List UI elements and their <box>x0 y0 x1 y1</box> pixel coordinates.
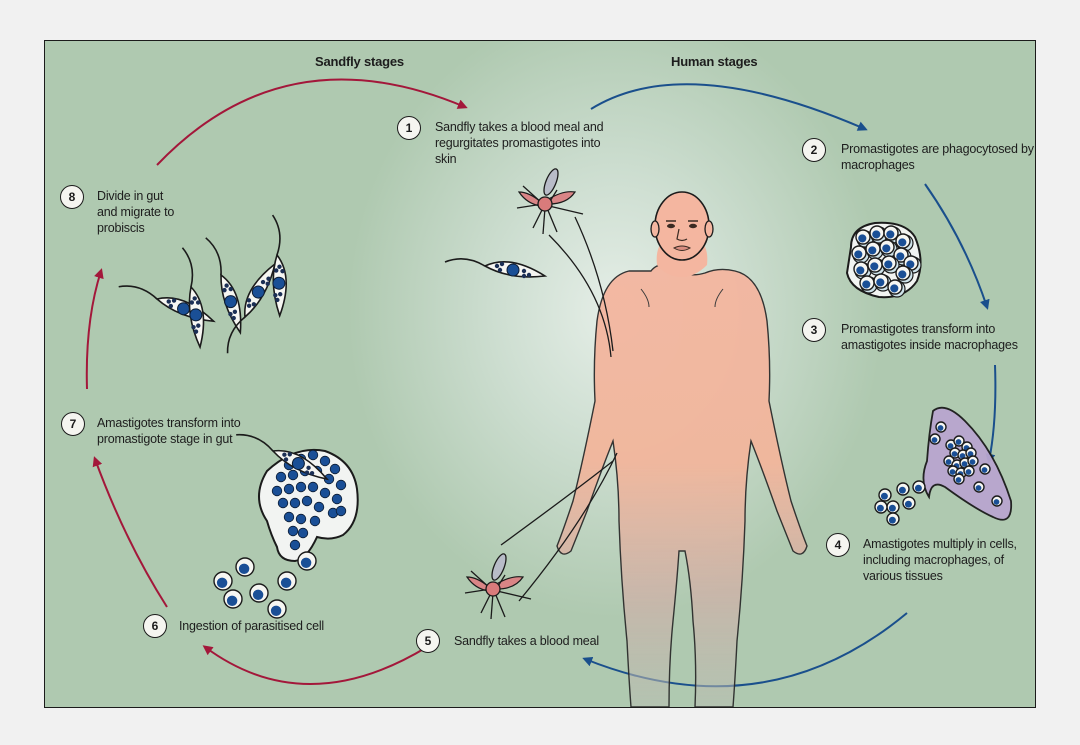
amastigote-icon <box>887 279 903 295</box>
amastigote-icon <box>881 255 897 271</box>
amastigote-icon <box>249 583 269 603</box>
amastigote-icon <box>874 500 888 514</box>
promastigote-icon <box>166 245 218 349</box>
amastigote-icon <box>878 488 892 502</box>
amastigote-icon <box>893 247 909 263</box>
amastigote-icon <box>853 261 869 277</box>
macrophage-icon <box>922 406 1013 521</box>
stage-label: Sandfly takes a blood meal and regurgita… <box>435 120 604 166</box>
life-cycle-diagram: Sandfly stages Human stages 1 Sandfly ta… <box>44 40 1036 708</box>
amastigote-icon <box>297 551 317 571</box>
amastigote-icon <box>895 233 911 249</box>
human-figure-icon <box>556 191 808 707</box>
amastigote-icon <box>865 241 881 257</box>
amastigote-icon <box>953 473 965 485</box>
amastigote-icon <box>267 599 287 619</box>
stage-number: 1 <box>397 116 421 140</box>
sandfly-icon <box>516 166 584 235</box>
arrow-2-to-3 <box>924 183 990 310</box>
amastigote-icon <box>896 482 910 496</box>
amastigote-icon <box>929 433 941 445</box>
amastigote-icon <box>867 257 883 273</box>
amastigote-icon <box>879 239 895 255</box>
amastigote-icon <box>873 273 889 289</box>
amastigote-icon <box>235 557 255 577</box>
promastigote-icon <box>255 213 298 318</box>
arrow-1-to-2 <box>590 83 868 131</box>
amastigote-icon <box>973 481 985 493</box>
amastigote-icon <box>967 455 979 467</box>
amastigote-icon <box>883 225 899 241</box>
stage-label: Promastigotes are phagocytosed by macrop… <box>841 142 1034 172</box>
amastigote-icon <box>943 455 955 467</box>
amastigote-icon <box>886 500 900 514</box>
parasitised-cell-icon <box>258 448 359 563</box>
human-stages-header: Human stages <box>671 54 758 69</box>
stage-number: 4 <box>826 533 850 557</box>
stage-number: 6 <box>143 614 167 638</box>
sandfly-stages-header: Sandfly stages <box>315 54 404 69</box>
stage-number: 3 <box>802 318 826 342</box>
amastigote-icon <box>963 465 975 477</box>
amastigote-icon <box>953 435 965 447</box>
arrow-3-to-4 <box>985 364 997 464</box>
amastigote-icon <box>859 275 875 291</box>
stage-label: Promastigotes transform into amastigotes… <box>841 322 1018 352</box>
stage-label: Divide in gut and migrate to probiscis <box>97 189 175 235</box>
stage-label: Ingestion of parasitised cell <box>179 619 324 633</box>
amastigote-icon <box>223 589 243 609</box>
macrophage-icon <box>845 221 922 299</box>
promastigote-icon <box>444 257 546 280</box>
amastigote-icon <box>277 571 297 591</box>
diagram-artwork <box>85 78 1013 707</box>
amastigote-icon <box>851 245 867 261</box>
stage-number: 2 <box>802 138 826 162</box>
amastigote-icon <box>869 225 885 241</box>
amastigote-icon <box>886 512 900 526</box>
amastigote-icon <box>912 480 926 494</box>
arrow-8-to-1 <box>156 78 468 166</box>
stage-number: 5 <box>416 629 440 653</box>
arrow-7-to-8 <box>85 268 104 390</box>
sandfly-icon <box>464 551 532 620</box>
stage-label: Amastigotes transform into promastigote … <box>97 416 241 446</box>
amastigote-icon <box>895 265 911 281</box>
amastigote-icon <box>213 571 233 591</box>
amastigote-icon <box>902 496 916 510</box>
stage-label: Sandfly takes a blood meal <box>454 634 599 648</box>
amastigote-icon <box>991 495 1003 507</box>
stage-number: 7 <box>61 412 85 436</box>
stage-number: 8 <box>60 185 84 209</box>
stage-label: Amastigotes multiply in cells, including… <box>863 537 1017 583</box>
amastigote-icon <box>935 421 947 433</box>
arrow-5-to-6 <box>202 645 428 685</box>
amastigote-icon <box>979 463 991 475</box>
arrow-6-to-7 <box>92 456 168 608</box>
amastigote-icon <box>855 229 871 245</box>
